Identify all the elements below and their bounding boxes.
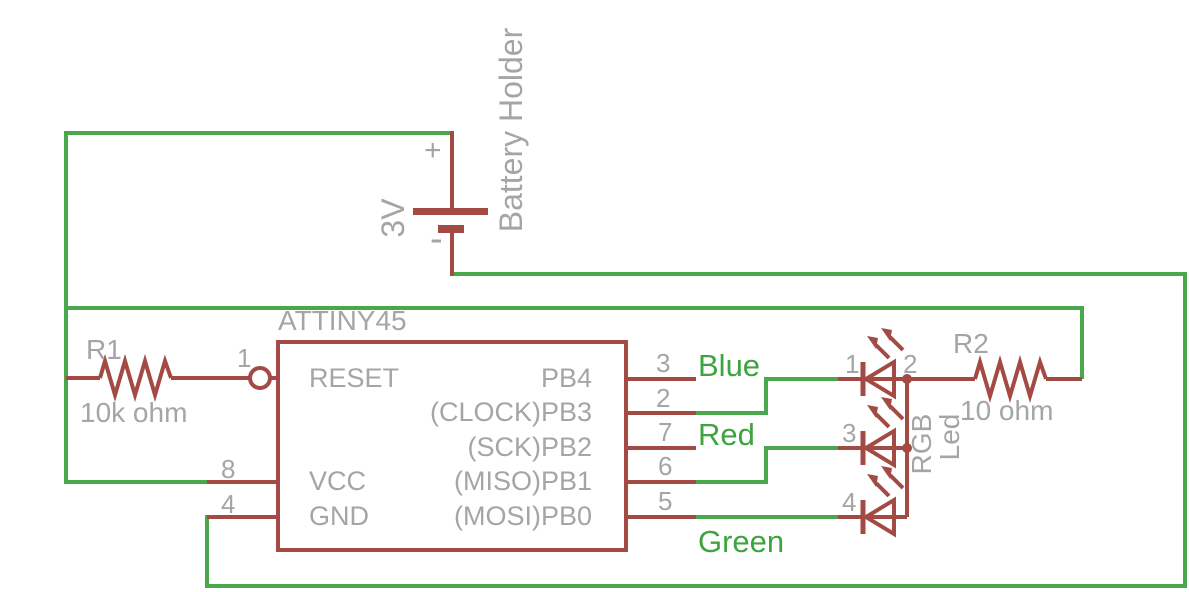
resistor-r2-name: R2 xyxy=(953,328,989,359)
reset-inversion-bubble xyxy=(248,366,272,390)
resistor-r1-value: 10k ohm xyxy=(80,397,188,428)
wire-pin2-to-led1 xyxy=(696,377,840,415)
pin-number-7: 7 xyxy=(658,417,673,447)
battery-plus-sign: + xyxy=(424,134,442,167)
resistor-r2-value: 10 ohm xyxy=(960,395,1054,426)
pin-number-2: 2 xyxy=(656,383,671,413)
pin-name-pb1: (MISO)PB1 xyxy=(453,466,592,496)
resistor-r2-symbol xyxy=(907,354,1082,404)
battery-plate-short xyxy=(438,225,464,233)
pin-name-pb0: (MOSI)PB0 xyxy=(453,501,592,531)
pin-name-pb2: (SCK)PB2 xyxy=(467,432,592,462)
ic-body xyxy=(207,340,696,552)
pin-number-6: 6 xyxy=(658,451,673,481)
pin-number-8: 8 xyxy=(221,454,236,484)
led-pin-3: 3 xyxy=(842,418,857,448)
pin-name-gnd: GND xyxy=(309,501,369,531)
battery-plate-long xyxy=(413,208,488,215)
led-pin-4: 4 xyxy=(842,487,857,517)
wire-battery-minus-to-gnd xyxy=(205,272,1187,588)
led-name-line1: RGB xyxy=(906,413,937,475)
battery-symbol xyxy=(413,131,488,276)
pin-name-pb4: PB4 xyxy=(540,363,592,393)
battery-minus-sign: - xyxy=(430,218,443,260)
ic-name-label: ATTINY45 xyxy=(278,305,407,336)
net-label-red: Red xyxy=(698,417,755,452)
led-pin-1: 1 xyxy=(845,349,860,379)
resistor-r1-symbol xyxy=(66,353,278,403)
wires xyxy=(64,131,1187,588)
wire-vcc-rail-to-r2 xyxy=(66,306,1084,379)
net-label-blue: Blue xyxy=(698,348,761,383)
pin-name-vcc: VCC xyxy=(309,466,367,496)
wire-pin6-to-led3 xyxy=(696,446,840,484)
pin-number-1: 1 xyxy=(237,343,252,373)
pin-name-reset: RESET xyxy=(309,363,400,393)
led-pin-2: 2 xyxy=(903,349,918,379)
battery-name-label: Battery Holder xyxy=(493,27,529,233)
pin-number-5: 5 xyxy=(658,486,673,516)
pin-number-4: 4 xyxy=(221,489,236,519)
resistor-r1-name: R1 xyxy=(86,334,122,365)
pin-number-3: 3 xyxy=(656,348,671,378)
junction-dot xyxy=(902,443,912,453)
net-label-green: Green xyxy=(698,524,785,559)
pin-name-pb3: (CLOCK)PB3 xyxy=(429,397,592,427)
led-name-line2: Led xyxy=(934,413,965,461)
battery-voltage-label: 3V xyxy=(375,198,411,238)
